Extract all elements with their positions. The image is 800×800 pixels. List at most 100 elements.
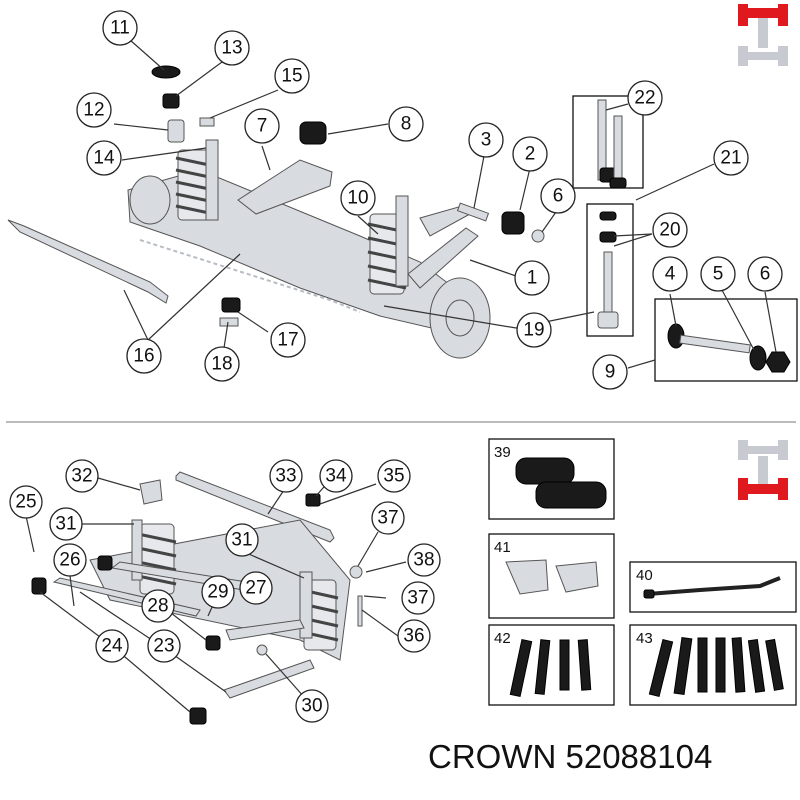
svg-text:39: 39 [494, 444, 511, 461]
pin-36 [357, 595, 363, 627]
svg-text:3: 3 [481, 130, 492, 151]
cam-bolt-kit-9 [654, 298, 798, 382]
callout-16: 16 [126, 338, 162, 374]
jounce-bumper-12 [167, 119, 185, 143]
callout-12: 12 [76, 92, 112, 128]
callout-11: 11 [102, 10, 138, 46]
callout-31-left: 31 [49, 507, 83, 541]
callout-20: 20 [652, 212, 688, 248]
svg-text:7: 7 [257, 116, 268, 137]
callout-5: 5 [700, 256, 736, 292]
svg-text:40: 40 [636, 567, 653, 584]
rear-shock-left [131, 519, 143, 581]
svg-text:1: 1 [527, 268, 538, 289]
clamp-18 [219, 317, 239, 327]
lower-arm-right [223, 659, 315, 699]
svg-text:43: 43 [636, 630, 653, 647]
left-coil-spring [175, 149, 215, 221]
callout-2: 2 [512, 136, 548, 172]
rear-axle-indicator-icon [738, 440, 788, 500]
svg-text:11: 11 [110, 18, 130, 39]
svg-text:27: 27 [245, 578, 266, 599]
lower-control-arm-right [407, 227, 479, 289]
bushing-28 [205, 635, 221, 651]
svg-text:23: 23 [153, 636, 174, 657]
svg-text:38: 38 [413, 550, 434, 571]
rear-shock-right [299, 571, 313, 639]
svg-text:29: 29 [207, 582, 228, 603]
svg-text:22: 22 [634, 88, 655, 109]
bushing-8 [299, 121, 327, 145]
callout-35: 35 [377, 459, 411, 493]
callout-17: 17 [270, 322, 306, 358]
svg-text:9: 9 [605, 362, 616, 383]
callout-27: 27 [239, 571, 273, 605]
spring-isolator-11 [151, 65, 181, 79]
bushing-26 [97, 555, 113, 571]
svg-text:31: 31 [231, 530, 252, 551]
rear-suspension-illustration [31, 471, 363, 725]
bushing-34 [305, 493, 321, 507]
callout-15: 15 [274, 58, 310, 94]
callout-34: 34 [319, 459, 353, 493]
callout-29: 29 [201, 575, 235, 609]
callout-38: 38 [407, 543, 441, 577]
svg-text:4: 4 [665, 264, 676, 285]
kit-box-42: 42 [488, 624, 615, 706]
svg-text:18: 18 [211, 354, 232, 375]
callout-31-right: 31 [225, 523, 259, 557]
callout-10: 10 [340, 180, 376, 216]
kit-box-43: 43 [629, 624, 797, 706]
svg-text:37: 37 [377, 508, 398, 529]
nut-30 [256, 644, 268, 656]
callout-22: 22 [627, 80, 663, 116]
svg-text:6: 6 [553, 186, 564, 207]
callout-13: 13 [214, 30, 250, 66]
svg-text:25: 25 [15, 492, 36, 513]
bushing-24-bottom [189, 707, 207, 725]
callout-24: 24 [95, 629, 129, 663]
svg-text:13: 13 [221, 38, 242, 59]
svg-text:26: 26 [59, 550, 80, 571]
upper-arm-right [225, 619, 305, 641]
part-number: 52088104 [565, 738, 713, 775]
bushing-24-top [31, 577, 47, 595]
svg-text:2: 2 [525, 144, 536, 165]
bushing-17 [221, 297, 241, 313]
svg-text:30: 30 [301, 696, 322, 717]
stabilizer-bar [139, 239, 361, 313]
callout-26: 26 [53, 543, 87, 577]
brand-name: CROWN [428, 738, 557, 775]
svg-text:10: 10 [347, 188, 368, 209]
callout-3: 3 [468, 122, 504, 158]
svg-text:16: 16 [133, 346, 154, 367]
upper-control-arm-left [237, 159, 333, 215]
hub-center [445, 299, 475, 337]
svg-text:21: 21 [720, 148, 741, 169]
svg-text:12: 12 [83, 100, 104, 121]
callout-18: 18 [204, 346, 240, 382]
bracket-32 [139, 479, 163, 505]
bushing-2 [501, 211, 525, 235]
left-shock [205, 139, 219, 221]
callout-14: 14 [86, 140, 122, 176]
left-hub [129, 175, 171, 225]
sway-bar-link-kit-22 [572, 95, 644, 189]
svg-text:17: 17 [277, 330, 298, 351]
svg-text:33: 33 [275, 466, 296, 487]
callout-37-bottom: 37 [401, 581, 435, 615]
callout-23: 23 [147, 629, 181, 663]
jounce-bumper-13 [162, 93, 180, 109]
track-bar [7, 219, 169, 304]
svg-text:15: 15 [281, 66, 302, 87]
svg-text:6: 6 [760, 264, 771, 285]
svg-text:28: 28 [147, 596, 168, 617]
callout-19: 19 [516, 312, 552, 348]
callout-9: 9 [592, 354, 628, 390]
sway-bar-link-kit-21 [586, 203, 634, 337]
svg-text:41: 41 [494, 539, 511, 556]
callout-21: 21 [713, 140, 749, 176]
front-leader-lines [113, 39, 777, 369]
svg-text:14: 14 [93, 148, 115, 169]
